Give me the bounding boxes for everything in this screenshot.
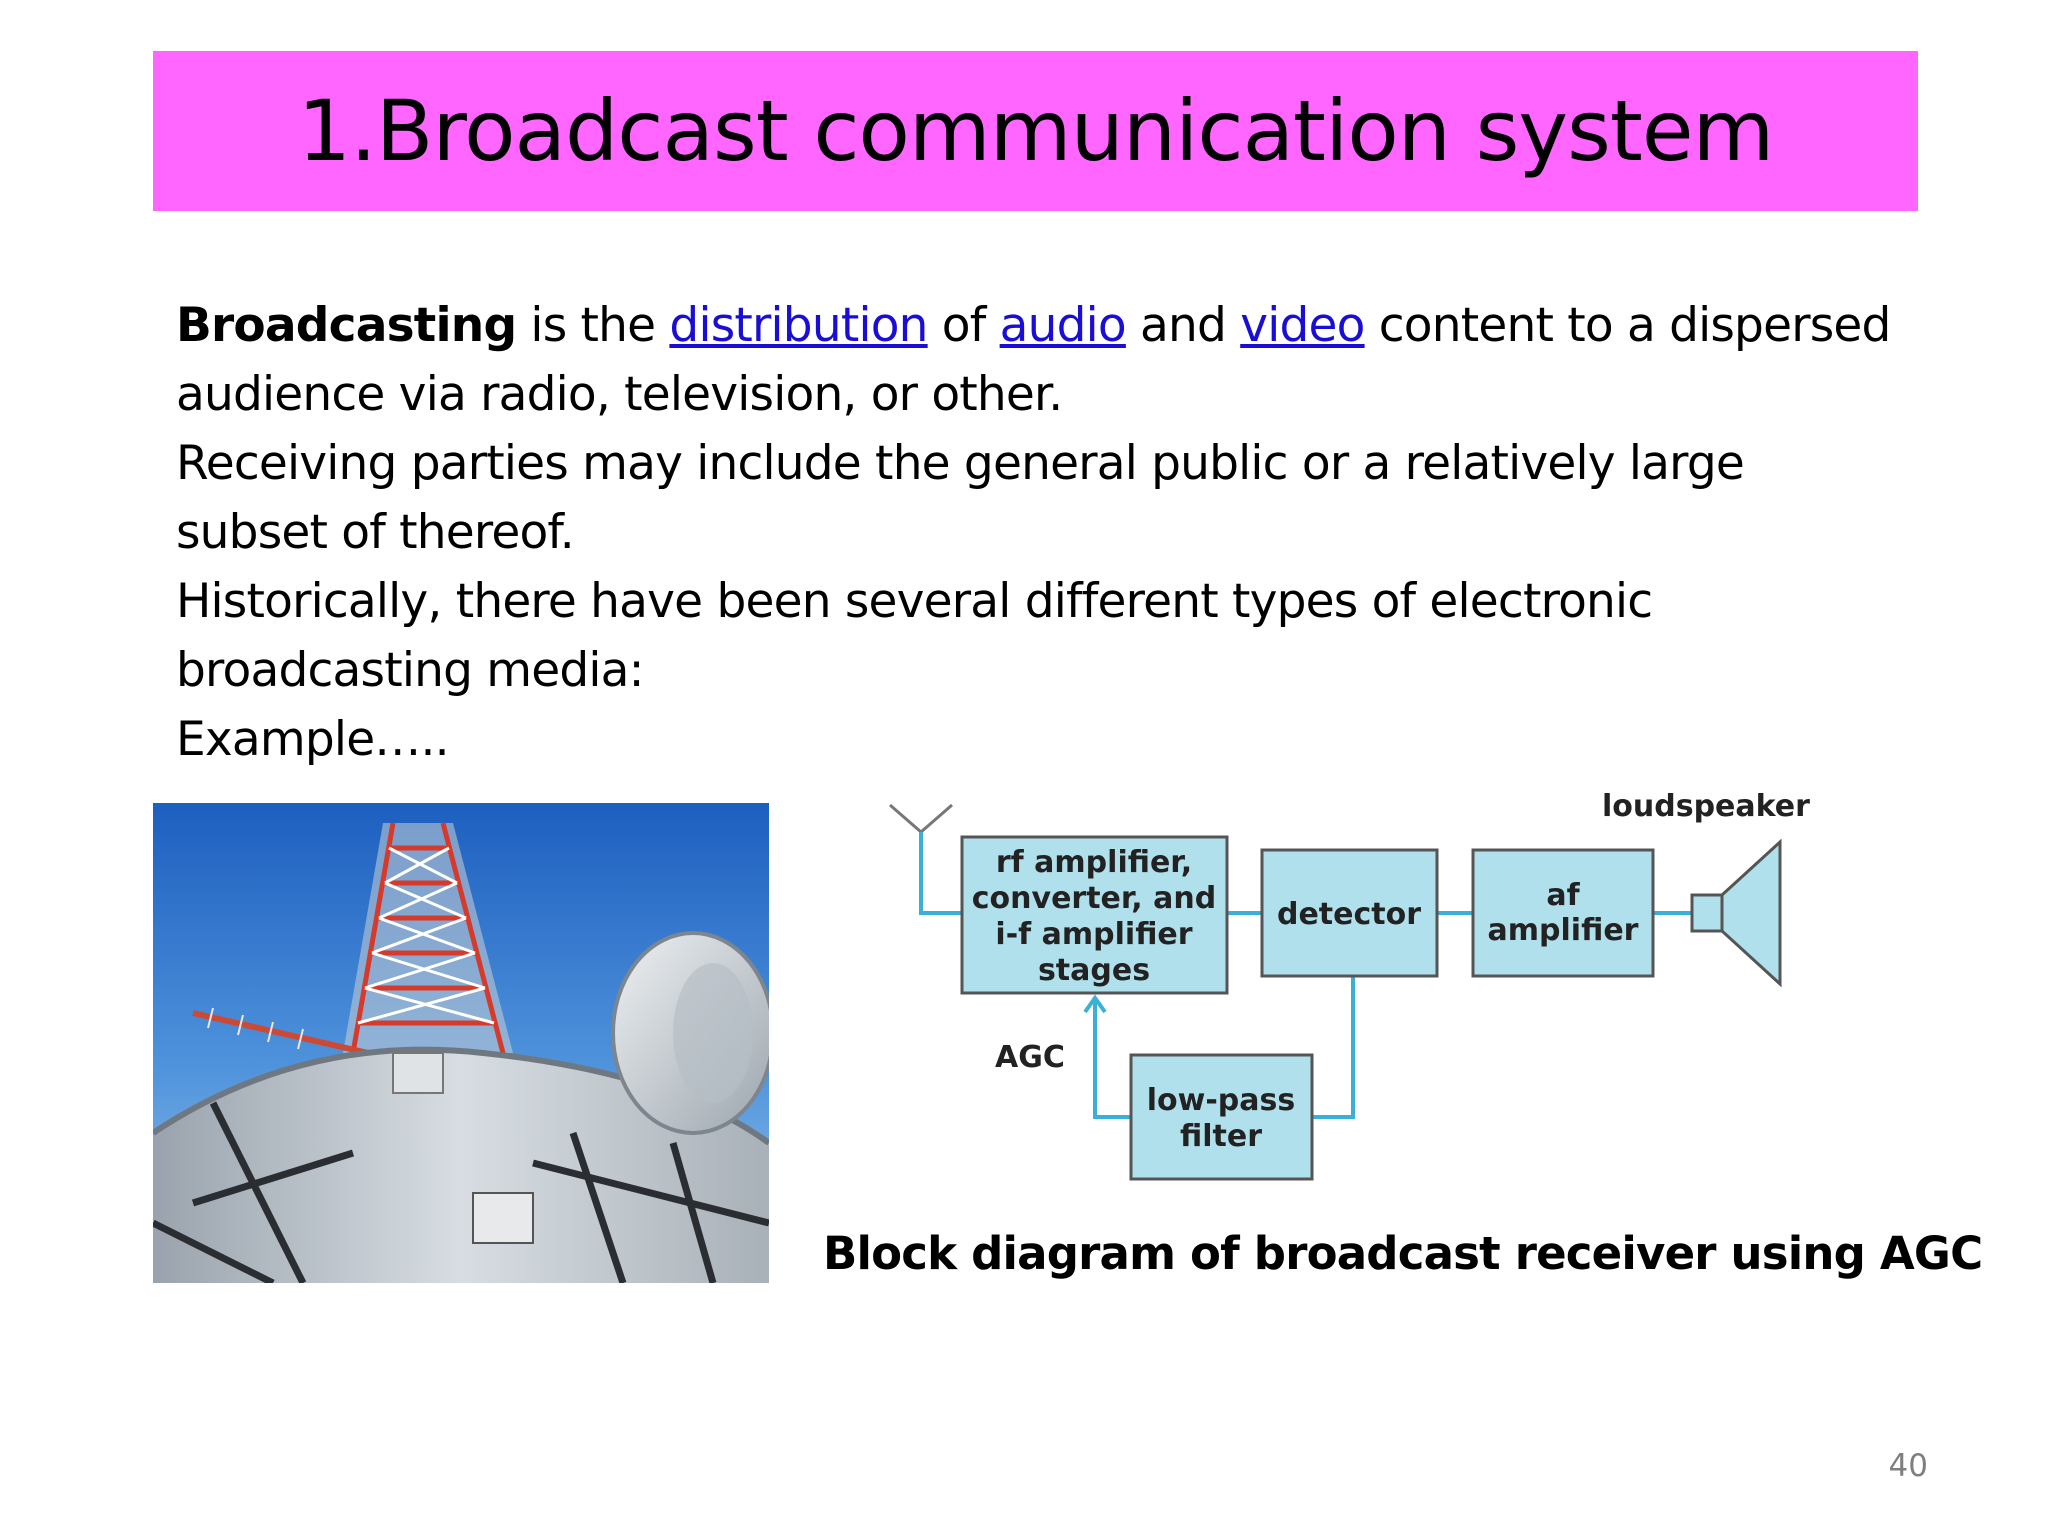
broadcast-tower-photo <box>153 803 769 1283</box>
title-bar: 1.Broadcast communication system <box>153 51 1918 211</box>
link-audio[interactable]: audio <box>999 298 1127 353</box>
body-text: Broadcasting is the distribution of audi… <box>176 291 1916 774</box>
loudspeaker-icon <box>1690 838 1782 988</box>
detector-label: detector <box>1277 897 1421 932</box>
detector-block <box>1260 848 1439 978</box>
paragraph-line-7: Example….. <box>176 712 450 767</box>
text-fragment: of <box>927 298 1000 353</box>
text-fragment: and <box>1125 298 1241 353</box>
text-fragment: is the <box>516 298 670 353</box>
low-pass-filter-block <box>1129 1053 1314 1181</box>
block-diagram: rf amplifier, converter, and i-f amplifi… <box>880 780 1840 1230</box>
rf-block-line-1: rf amplifier, <box>996 845 1192 880</box>
paragraph-line-4: subset of thereof. <box>176 505 575 560</box>
rf-amplifier-block <box>960 835 1229 995</box>
rf-block-line-3: i-f amplifier <box>995 917 1192 952</box>
af-block-line-1: af <box>1546 878 1580 913</box>
paragraph-line-6: broadcasting media: <box>176 643 645 698</box>
page-number: 40 <box>1888 1448 1928 1484</box>
diagram-caption: Block diagram of broadcast receiver usin… <box>823 1227 1983 1280</box>
paragraph-line-1: Broadcasting is the distribution of audi… <box>176 291 1916 360</box>
link-video[interactable]: video <box>1240 298 1365 353</box>
loudspeaker-label: loudspeaker <box>1602 789 1810 824</box>
af-block-line-2: amplifier <box>1488 913 1639 948</box>
tower-illustration <box>153 803 769 1283</box>
af-amplifier-block <box>1471 848 1655 978</box>
diagram-canvas: rf amplifier, converter, and i-f amplifi… <box>889 789 1810 1181</box>
text-fragment: content to a dispersed <box>1364 298 1892 353</box>
agc-label: AGC <box>995 1040 1065 1075</box>
term-broadcasting: Broadcasting <box>176 298 517 353</box>
slide-title: 1.Broadcast communication system <box>297 82 1775 180</box>
lpf-line-1: low-pass <box>1147 1083 1296 1118</box>
antenna-icon <box>889 803 953 834</box>
signal-lines <box>919 832 1692 1119</box>
paragraph-line-2: audience via radio, television, or other… <box>176 367 1063 422</box>
rf-block-line-2: converter, and <box>972 881 1216 916</box>
paragraph-line-5: Historically, there have been several di… <box>176 574 1653 629</box>
paragraph-line-3: Receiving parties may include the genera… <box>176 436 1745 491</box>
rf-block-line-4: stages <box>1038 953 1150 988</box>
lpf-line-2: filter <box>1180 1119 1262 1154</box>
link-distribution[interactable]: distribution <box>669 298 928 353</box>
